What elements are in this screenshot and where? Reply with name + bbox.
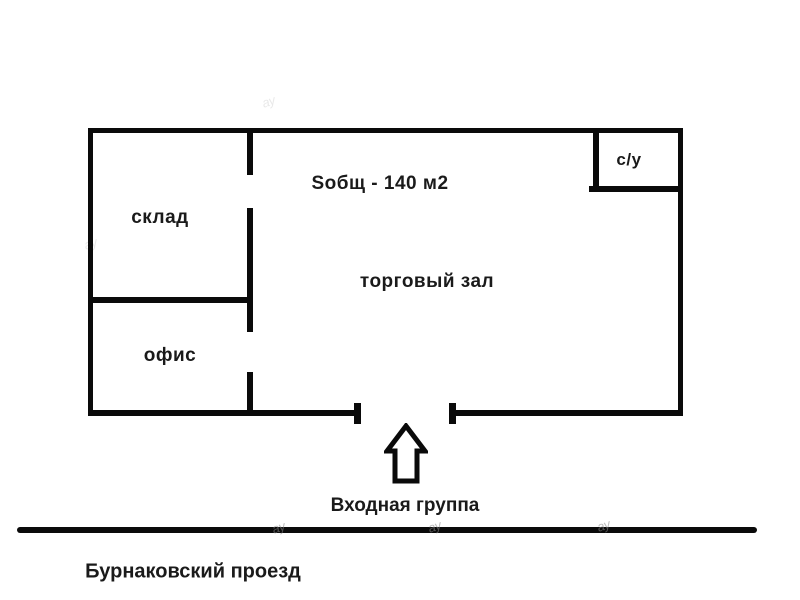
office-label: офис (143, 345, 197, 366)
entrance-jamb-right (449, 403, 456, 424)
divider-wall-bottom-segment (247, 372, 253, 416)
outer-wall-bottom-left-segment (88, 410, 358, 416)
divider-wall-top-segment (247, 128, 253, 175)
street-line (17, 527, 757, 533)
trading-hall-label: торговый зал (359, 271, 495, 292)
warehouse-label: склад (131, 207, 189, 228)
bathroom-wall-bottom (589, 186, 683, 192)
outer-wall-left (88, 128, 93, 416)
entrance-arrow-icon (384, 423, 428, 484)
divider-wall-middle-segment (247, 208, 253, 332)
outer-wall-bottom-right-segment (450, 410, 683, 416)
bathroom-wall-left (593, 128, 599, 190)
outer-wall-top (88, 128, 683, 133)
bathroom-label: с/у (616, 150, 642, 169)
total-area-label: Sобщ - 140 м2 (311, 173, 449, 194)
outer-wall-right (678, 128, 683, 416)
warehouse-office-divider-wall (88, 297, 250, 303)
entrance-group-label: Входная группа (330, 495, 480, 516)
street-name-label: Бурнаковский проезд (85, 560, 301, 583)
entrance-jamb-left (354, 403, 361, 424)
watermark-text: ау (260, 92, 278, 111)
